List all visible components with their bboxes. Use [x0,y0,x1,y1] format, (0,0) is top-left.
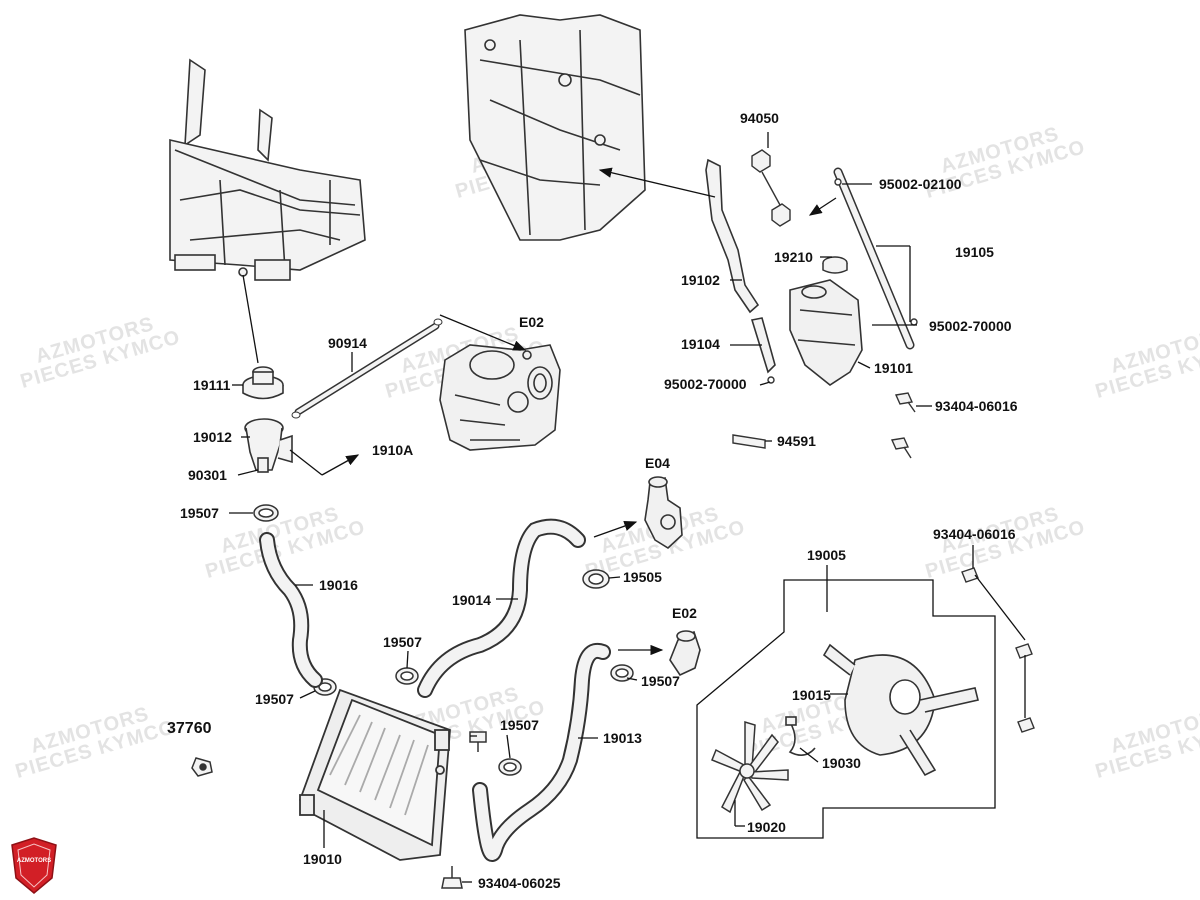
label-19507-lower[interactable]: 19507 [500,717,539,733]
label-19507-left[interactable]: 19507 [255,691,294,707]
label-e04[interactable]: E04 [645,455,670,471]
label-19210[interactable]: 19210 [774,249,813,265]
engine-block-e02[interactable] [439,344,561,451]
cap-19210[interactable] [822,256,848,274]
label-19105[interactable]: 19105 [955,244,994,260]
label-93404-06025[interactable]: 93404-06025 [478,875,561,891]
label-94591[interactable]: 94591 [777,433,816,449]
part-19102-bracket[interactable] [705,158,760,314]
frame-part-left[interactable] [169,58,366,281]
clamp-19507-d[interactable] [498,758,522,776]
bolt-93404-06016-a[interactable] [890,392,916,459]
part-19012-filler-neck[interactable] [244,418,293,473]
hose-19013[interactable] [472,642,611,863]
label-19020[interactable]: 19020 [747,819,786,835]
label-19507-center[interactable]: 19507 [383,634,422,650]
label-94050[interactable]: 94050 [740,110,779,126]
label-e02-mid[interactable]: E02 [672,605,697,621]
label-19101[interactable]: 19101 [874,360,913,376]
fan-assembly-19005-frame [696,579,996,839]
label-19507-right[interactable]: 19507 [641,673,680,689]
hose-19016[interactable] [259,532,323,688]
label-19507-top[interactable]: 19507 [180,505,219,521]
label-19505[interactable]: 19505 [623,569,662,585]
label-90301[interactable]: 90301 [188,467,227,483]
label-95002-70000-right[interactable]: 95002-70000 [929,318,1012,334]
svg-text:AZMOTORS: AZMOTORS [17,858,51,864]
fan-shroud-19015[interactable] [822,643,979,777]
label-37760[interactable]: 37760 [167,720,212,737]
label-19016[interactable]: 19016 [319,577,358,593]
clamp-19507-a[interactable] [253,504,279,522]
label-19015[interactable]: 19015 [792,687,831,703]
label-19005[interactable]: 19005 [807,547,846,563]
clamp-19507-e[interactable] [610,664,634,682]
fitting-e02[interactable] [669,630,701,677]
label-19111[interactable]: 19111 [193,377,231,393]
hose-19105[interactable] [833,167,915,350]
thermostat-e04[interactable] [644,476,683,550]
part-94591[interactable] [732,434,766,449]
label-19102[interactable]: 19102 [681,272,720,288]
leader-lines [229,132,1026,883]
label-19013[interactable]: 19013 [603,730,642,746]
clamp-19505[interactable] [582,569,610,589]
label-19014[interactable]: 19014 [452,592,491,608]
label-93404-06016-top[interactable]: 93404-06016 [935,398,1018,414]
label-19012[interactable]: 19012 [193,429,232,445]
reservoir-19101[interactable] [789,279,863,386]
bolts-93404-06016-b[interactable] [961,567,1035,733]
fan-blade-19020[interactable] [711,720,789,814]
azmotors-logo: AZMOTORS [11,837,57,894]
sensor-37760[interactable] [191,757,213,777]
label-1910a[interactable]: 1910A [372,442,414,458]
frame-part-center[interactable] [464,14,646,241]
label-95002-02100[interactable]: 95002-02100 [879,176,962,192]
part-19111-cap[interactable] [242,366,284,400]
label-93404-06016-right[interactable]: 93404-06016 [933,526,1016,542]
label-95002-70000-left[interactable]: 95002-70000 [664,376,747,392]
hose-19014[interactable] [417,518,586,698]
label-90914[interactable]: 90914 [328,335,367,351]
nut-94050[interactable] [751,149,791,227]
part-90914[interactable] [291,318,443,419]
clamp-19507-b[interactable] [395,667,419,685]
label-19030[interactable]: 19030 [822,755,861,771]
part-19104-strap[interactable] [750,317,776,374]
bolt-93404-06025[interactable] [441,731,487,889]
radiator-19010[interactable] [299,688,451,861]
fan-motor-wire-19030[interactable] [785,716,816,756]
label-e02-top[interactable]: E02 [519,314,544,330]
label-19104[interactable]: 19104 [681,336,720,352]
label-19010[interactable]: 19010 [303,851,342,867]
